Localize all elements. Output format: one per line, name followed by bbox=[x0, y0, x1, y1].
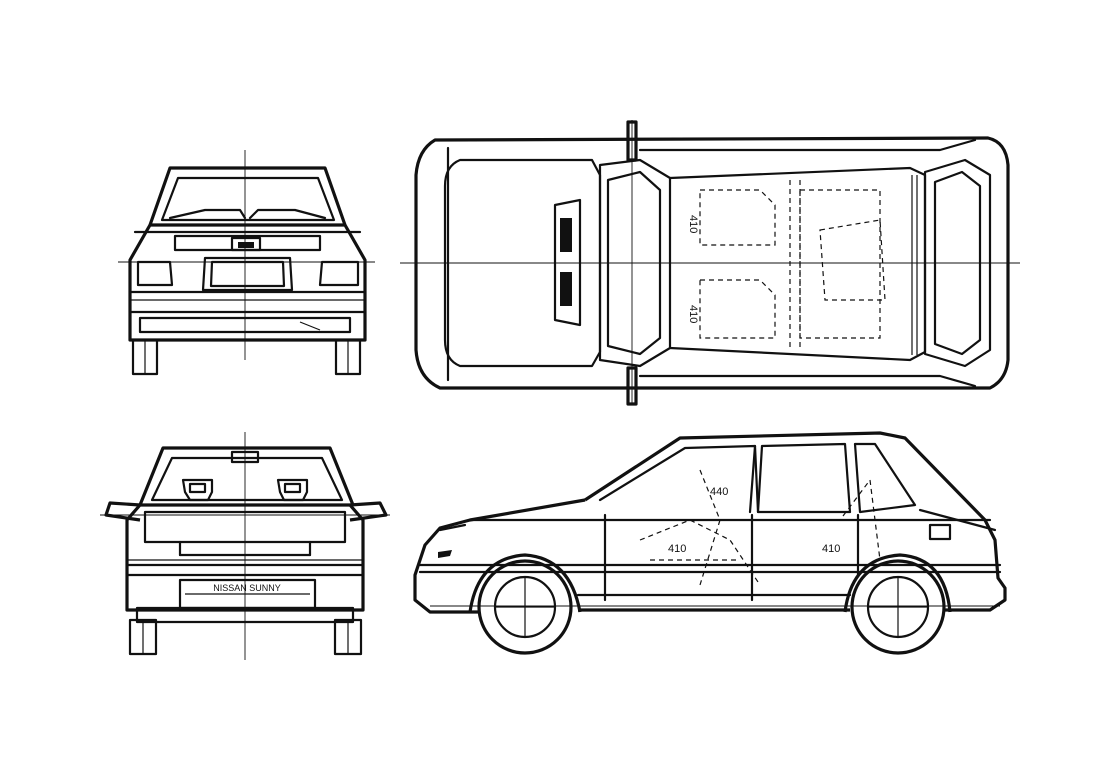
side-dim-front: 410 bbox=[668, 543, 686, 555]
rear-view: NISSAN SUNNY bbox=[100, 432, 390, 660]
rear-plate-text: NISSAN SUNNY bbox=[213, 583, 281, 593]
top-dim-front: 410 bbox=[687, 215, 699, 233]
top-view: 410 410 bbox=[400, 120, 1020, 406]
front-view bbox=[118, 150, 375, 376]
side-dim-mid: 440 bbox=[710, 486, 728, 498]
side-view: 410 440 410 bbox=[413, 431, 1007, 655]
side-dim-rear: 410 bbox=[822, 543, 840, 555]
top-dim-rear: 410 bbox=[687, 305, 699, 323]
